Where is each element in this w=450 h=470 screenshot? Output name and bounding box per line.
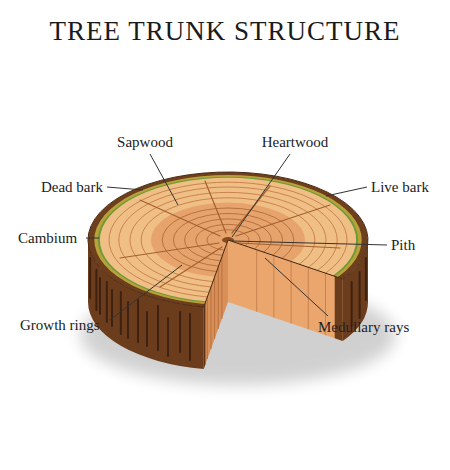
medullary-ray <box>140 200 220 236</box>
top-face <box>88 172 368 308</box>
medullary-ray <box>236 205 330 236</box>
dead-bark-band <box>88 172 368 308</box>
bark-crack <box>95 270 97 310</box>
bark-crack <box>167 318 169 356</box>
leader-line <box>150 154 178 205</box>
leader-line <box>107 187 143 190</box>
bark-crack <box>99 278 101 314</box>
leader-line <box>110 265 182 320</box>
top-face-outline <box>88 172 368 307</box>
leader-line <box>86 238 99 239</box>
bark-crack <box>106 282 108 322</box>
leader-line <box>232 241 387 245</box>
part-label: Sapwood <box>117 133 173 151</box>
part-label: Growth rings <box>20 316 100 334</box>
leader-line <box>265 258 328 316</box>
ring-line <box>291 262 292 324</box>
bark-crack <box>157 306 159 350</box>
bark-crack <box>189 314 191 360</box>
bark-crack <box>89 258 91 298</box>
bark-edge <box>204 302 206 369</box>
leader-line <box>326 187 367 196</box>
ring-line <box>256 250 257 312</box>
diagram-title: TREE TRUNK STRUCTURE <box>0 16 450 47</box>
bark-crack <box>179 312 181 352</box>
part-label: Heartwood <box>262 133 329 151</box>
bark-crack <box>365 258 367 300</box>
leader-line <box>232 154 290 237</box>
bark-crack <box>146 312 148 346</box>
medullary-rays <box>120 181 340 287</box>
bark-crack <box>137 300 139 342</box>
part-label: Cambium <box>18 229 77 247</box>
bark-crack <box>120 292 122 334</box>
ring-line <box>207 297 208 359</box>
ring-line <box>221 257 222 319</box>
leader-lines <box>86 154 387 320</box>
part-label: Pith <box>391 236 415 254</box>
part-label: Dead bark <box>41 178 103 196</box>
bark-crack <box>111 290 113 326</box>
part-label: Medullary rays <box>318 318 409 336</box>
medullary-ray <box>205 181 226 233</box>
ring-line <box>273 256 274 318</box>
medullary-ray <box>120 243 219 258</box>
ring-line <box>218 267 219 329</box>
ring-line <box>214 277 215 339</box>
ring-line <box>211 287 212 349</box>
part-label: Live bark <box>371 178 429 196</box>
bark-crack <box>359 272 361 318</box>
